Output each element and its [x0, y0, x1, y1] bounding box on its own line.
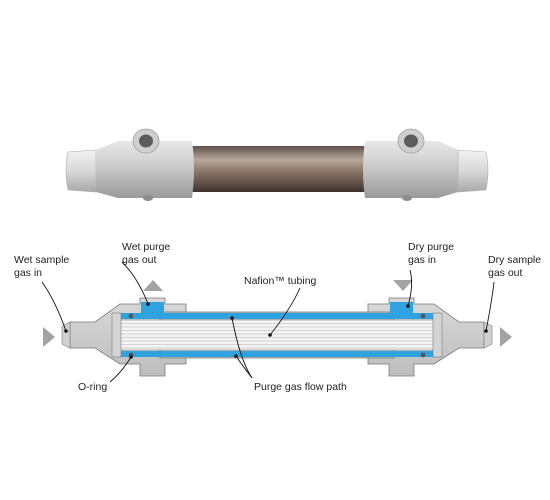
label-wet-sample-in-line2: gas in: [14, 267, 42, 279]
purge-out-arrow: [143, 280, 163, 291]
purge-in-arrow: [393, 280, 413, 291]
label-purge-gas-flow-path: Purge gas flow path: [254, 381, 347, 393]
right-end-plug: [432, 312, 443, 358]
label-wet-purge-out-line2: gas out: [122, 254, 157, 266]
sample-out-arrow: [500, 327, 512, 347]
sample-in-arrow: [43, 327, 55, 347]
left-housing: [96, 141, 194, 198]
label-dry-purge-in-line2: gas in: [408, 254, 436, 266]
left-purge-port: [141, 302, 164, 319]
right-housing: [363, 141, 458, 198]
tube-shell: [186, 146, 366, 192]
leader-lines: [41, 261, 495, 383]
o-ring-left-top: [128, 313, 134, 319]
right-bottom-port: [402, 195, 412, 201]
purge-channel-top: [120, 313, 434, 319]
dryer-cross-section: [61, 297, 493, 377]
leader-dots: [64, 302, 488, 359]
label-wet-purge-out-line1: Wet purge: [122, 241, 170, 253]
left-port-hole: [139, 134, 153, 148]
tubing-bundle: [119, 319, 435, 351]
right-end-cap: [457, 149, 489, 193]
left-end-plug: [111, 312, 122, 358]
tubing-lines: [120, 323, 434, 349]
right-nozzle: [483, 321, 493, 349]
right-port-hole: [404, 134, 418, 148]
label-dry-sample-out-line1: Dry sample: [488, 254, 541, 266]
o-ring-right-bottom: [420, 352, 426, 358]
dryer-3d-render: [65, 128, 489, 201]
purge-channel-bottom: [120, 351, 434, 357]
label-o-ring: O-ring: [78, 381, 107, 393]
left-nozzle: [61, 321, 71, 349]
left-bottom-port: [143, 195, 153, 201]
label-dry-purge-in-line1: Dry purge: [408, 241, 454, 253]
label-wet-sample-in-line1: Wet sample: [14, 254, 69, 266]
right-purge-port: [390, 302, 413, 319]
left-end-cap: [65, 149, 97, 193]
label-dry-sample-out-line2: gas out: [488, 267, 523, 279]
label-nafion-tubing: Nafion™ tubing: [244, 275, 317, 287]
o-ring-right-top: [420, 313, 426, 319]
